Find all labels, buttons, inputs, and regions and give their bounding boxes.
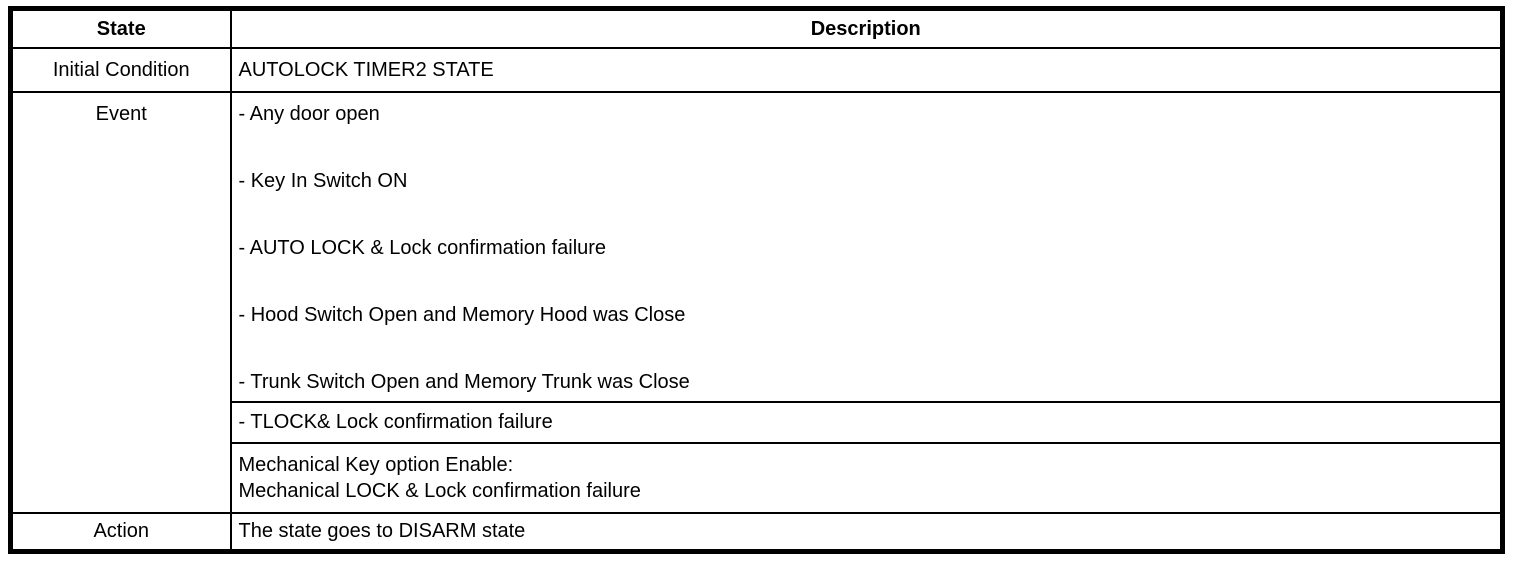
- state-description-table: State Description Initial Condition AUTO…: [8, 6, 1505, 554]
- initial-condition-label: Initial Condition: [9, 46, 232, 93]
- event-item-hood-switch: - Hood Switch Open and Memory Hood was C…: [238, 303, 686, 326]
- mechanical-lock-failure-line: Mechanical LOCK & Lock confirmation fail…: [238, 479, 641, 502]
- initial-condition-description: AUTOLOCK TIMER2 STATE: [229, 46, 1504, 93]
- action-row: Action The state goes to DISARM state: [9, 511, 1504, 553]
- header-row: State Description: [9, 7, 1504, 49]
- event-mechanical-subrow: Mechanical Key option Enable: Mechanical…: [11, 441, 1504, 514]
- description-column-header: Description: [229, 7, 1504, 49]
- event-item-any-door-open: - Any door open: [238, 102, 380, 125]
- state-column-header: State: [9, 7, 232, 49]
- mechanical-key-option-line: Mechanical Key option Enable:: [238, 453, 514, 476]
- event-items-cell: - Any door open - Key In Switch ON - AUT…: [229, 90, 1504, 403]
- event-item-auto-lock-failure: - AUTO LOCK & Lock confirmation failure: [238, 236, 607, 259]
- event-row: Event - Any door open - Key In Switch ON…: [9, 90, 1504, 514]
- event-item-key-in-switch: - Key In Switch ON: [238, 169, 408, 192]
- event-tlock-subrow: - TLOCK& Lock confirmation failure: [11, 400, 1504, 444]
- initial-condition-row: Initial Condition AUTOLOCK TIMER2 STATE: [9, 46, 1504, 93]
- event-item-trunk-switch: - Trunk Switch Open and Memory Trunk was…: [238, 370, 690, 393]
- action-description: The state goes to DISARM state: [229, 511, 1504, 553]
- event-item-tlock-failure: - TLOCK& Lock confirmation failure: [229, 400, 1504, 444]
- action-label: Action: [9, 511, 232, 553]
- event-label: Event: [9, 90, 232, 514]
- event-mechanical-cell: Mechanical Key option Enable: Mechanical…: [229, 441, 1504, 514]
